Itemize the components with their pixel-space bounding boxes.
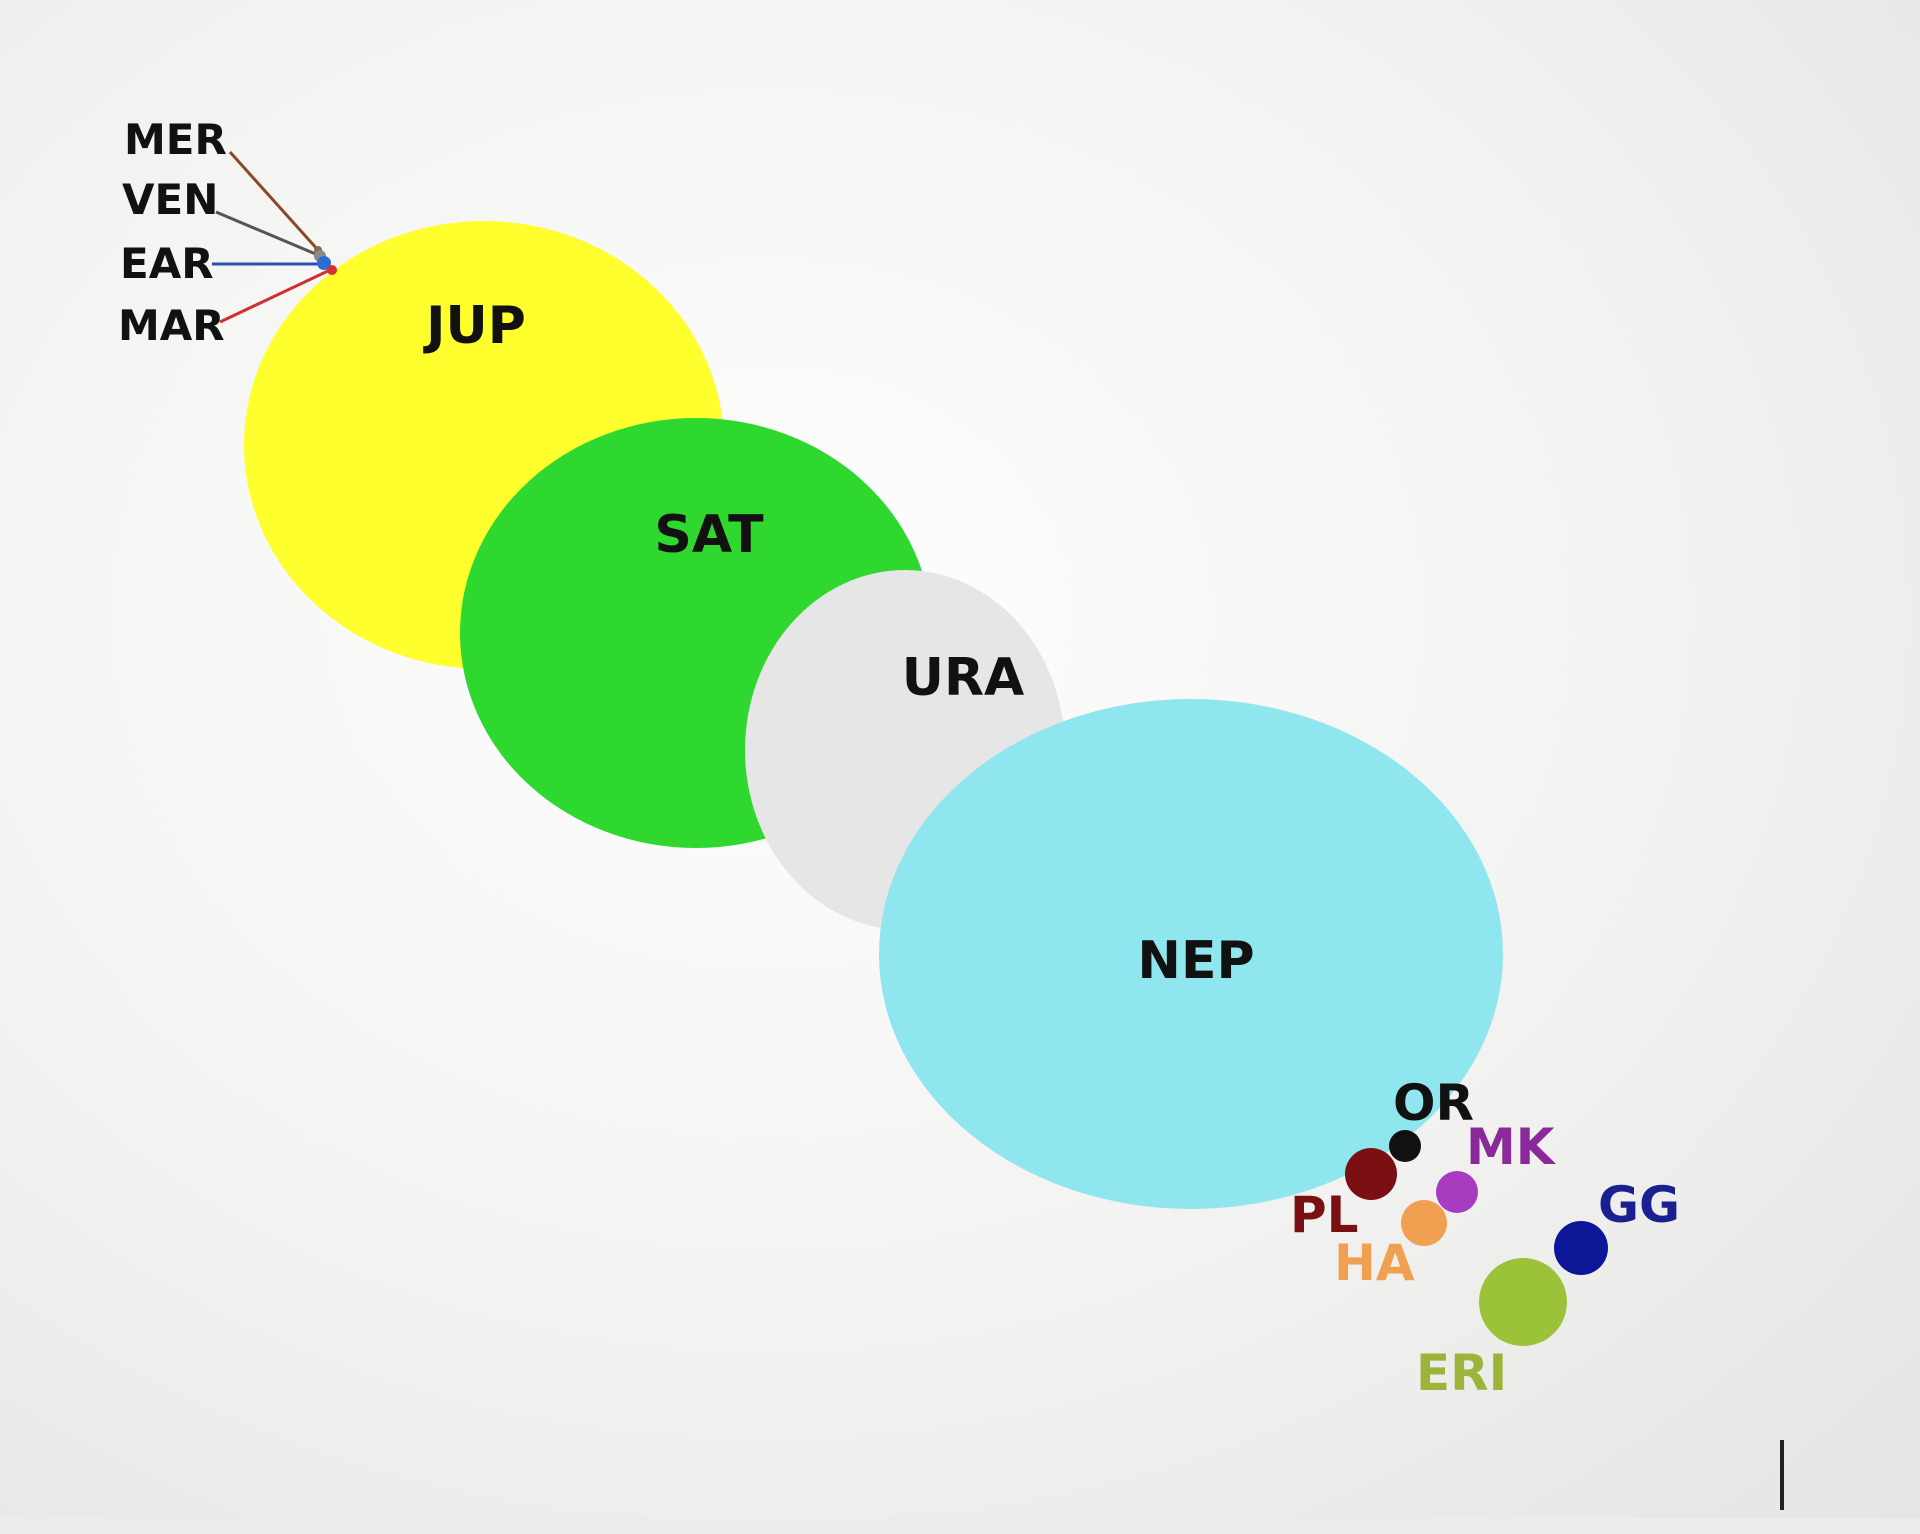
- haumea-dot: [1401, 1200, 1447, 1246]
- makemake-label: MK: [1466, 1118, 1557, 1176]
- eris-label: ERI: [1416, 1344, 1507, 1402]
- mars-label: MAR: [118, 301, 225, 350]
- mars-dot: [327, 265, 337, 275]
- orcus-label: OR: [1393, 1074, 1474, 1132]
- jupiter-label: JUP: [423, 296, 526, 356]
- caption-remnant: [0, 1518, 1920, 1534]
- haumea-label: HA: [1334, 1234, 1415, 1292]
- earth-label: EAR: [120, 239, 214, 288]
- mercury-label: MER: [124, 115, 227, 164]
- neptune-label: NEP: [1137, 931, 1254, 991]
- neptune-circle: [879, 699, 1503, 1209]
- eris-dot: [1479, 1258, 1567, 1346]
- pluto-label: PL: [1290, 1186, 1359, 1244]
- venus-leader-line: [215, 210, 319, 257]
- uranus-label: URA: [902, 648, 1025, 708]
- saturn-label: SAT: [654, 505, 764, 565]
- makemake-dot: [1436, 1171, 1478, 1213]
- venus-label: VEN: [122, 175, 218, 224]
- earth-dot: [317, 256, 331, 270]
- mercury-leader-line: [228, 150, 320, 252]
- pluto-dot: [1345, 1148, 1397, 1200]
- gonggong-dot: [1554, 1221, 1608, 1275]
- gonggong-label: GG: [1598, 1176, 1680, 1234]
- mars-leader-line: [219, 268, 331, 324]
- orcus-dot: [1389, 1130, 1421, 1162]
